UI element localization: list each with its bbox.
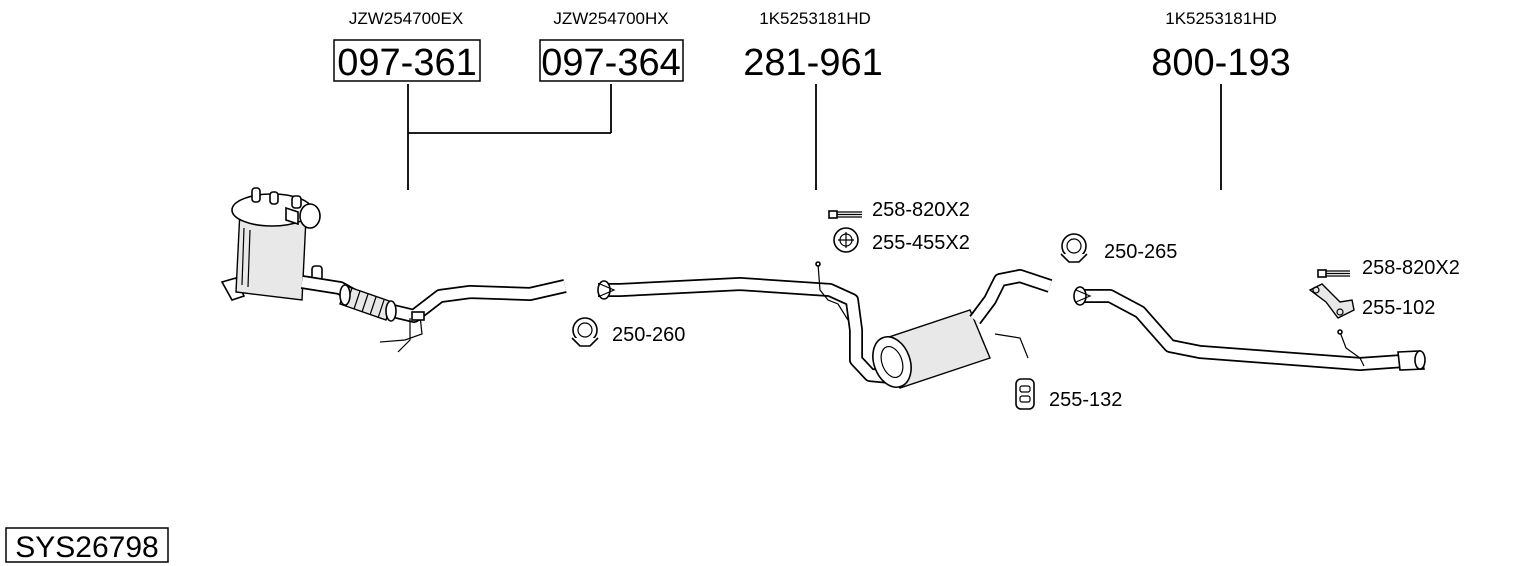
label-clamp-250-265[interactable]: 250-265: [1104, 241, 1177, 263]
bolt-rear-icon[interactable]: [1317, 269, 1350, 278]
system-id: SYS26798: [15, 531, 158, 564]
front-pipe-icon: [300, 275, 567, 353]
part-box-097-364: [539, 39, 684, 82]
label-rubber-mount-255-132[interactable]: 255-132: [1049, 389, 1122, 411]
oem-code-097-364: JZW254700HX: [553, 9, 668, 28]
part-box-097-361: [333, 39, 481, 82]
part-number-800-193[interactable]: 800-193: [1151, 42, 1290, 84]
label-bracket-255-102[interactable]: 255-102: [1362, 297, 1435, 319]
centre-silencer-icon[interactable]: [597, 261, 1053, 393]
oem-code-800-193: 1K5253181HD: [1165, 9, 1277, 28]
part-number-281-961[interactable]: 281-961: [743, 42, 882, 84]
oem-code-097-361: JZW254700EX: [349, 9, 463, 28]
catalytic-converter-icon[interactable]: [220, 187, 323, 301]
rubber-mount-255-132-icon[interactable]: [1015, 378, 1035, 410]
label-clamp-250-260[interactable]: 250-260: [612, 324, 685, 346]
clamp-250-265-icon[interactable]: [1060, 233, 1088, 263]
bracket-255-102-icon[interactable]: [1308, 283, 1355, 319]
oem-code-281-961: 1K5253181HD: [759, 9, 871, 28]
leader-lines: [407, 84, 1222, 190]
label-bolt-258-820X2-rear[interactable]: 258-820X2: [1362, 257, 1460, 279]
label-mount-255-455X2[interactable]: 255-455X2: [872, 232, 970, 254]
clamp-250-260-icon[interactable]: [571, 317, 599, 347]
part-number-097-361[interactable]: 097-361: [337, 42, 476, 84]
label-bolt-258-820X2-mid[interactable]: 258-820X2: [872, 199, 970, 221]
rear-pipe-icon[interactable]: [1073, 286, 1426, 371]
bolt-icon[interactable]: [828, 210, 862, 219]
part-number-097-364[interactable]: 097-364: [541, 42, 680, 84]
system-id-box: [5, 527, 169, 563]
mount-255-455-icon[interactable]: [833, 227, 859, 253]
